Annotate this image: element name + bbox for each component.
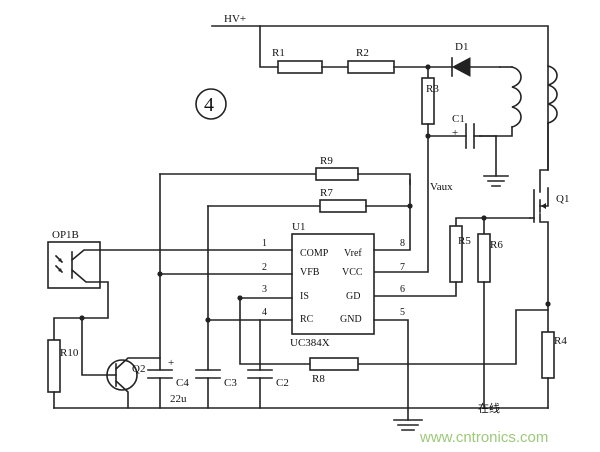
transistor-q2 xyxy=(81,317,161,409)
junction-dot xyxy=(157,271,163,277)
resistor-r8 xyxy=(309,357,359,371)
pin-name-gd: GD xyxy=(346,291,360,302)
c4-label: C4 xyxy=(176,377,189,389)
pin-number-8: 8 xyxy=(400,238,405,249)
c1-plus: + xyxy=(452,127,458,139)
pin-number-2: 2 xyxy=(262,262,267,273)
ground-symbol xyxy=(393,407,423,431)
r5-label: R5 xyxy=(458,235,471,247)
resistor-r7 xyxy=(319,199,367,213)
junction-dot xyxy=(407,203,413,209)
optocoupler-op1b xyxy=(47,241,101,289)
ic-ref: U1 xyxy=(292,221,305,233)
r6-label: R6 xyxy=(490,239,503,251)
capacitor-c1 xyxy=(427,123,481,149)
resistor-r9 xyxy=(315,167,359,181)
diode-d1 xyxy=(451,57,501,77)
ic-u1 xyxy=(291,233,375,335)
opto-label: OP1B xyxy=(52,229,79,241)
pin-name-vcc: VCC xyxy=(342,267,363,278)
r9-label: R9 xyxy=(320,155,333,167)
mosfet-q1 xyxy=(529,122,549,333)
c1-label: C1 xyxy=(452,113,465,125)
junction-dot xyxy=(237,295,243,301)
pin-number-4: 4 xyxy=(262,307,267,318)
ic-part: UC384X xyxy=(290,337,330,349)
watermark-text: www.cntronics.com xyxy=(419,429,548,446)
d1-label: D1 xyxy=(455,41,468,53)
pin-name-vref: Vref xyxy=(344,248,362,259)
capacitor-c4 xyxy=(147,369,173,409)
q1-label: Q1 xyxy=(556,193,569,205)
resistor-r4 xyxy=(541,331,555,379)
ground-symbol xyxy=(483,135,509,187)
pin-number-6: 6 xyxy=(400,284,405,295)
pin-name-rc: RC xyxy=(300,314,314,325)
hv-rail xyxy=(211,25,549,171)
c2-label: C2 xyxy=(276,377,289,389)
resistor-r6 xyxy=(477,233,491,283)
aux-winding xyxy=(479,66,522,137)
vaux-label: Vaux xyxy=(430,181,453,193)
pin-number-1: 1 xyxy=(262,238,267,249)
pin-name-comp: COMP xyxy=(300,248,329,259)
c4-plus: + xyxy=(168,357,174,369)
pin-number-3: 3 xyxy=(262,284,267,295)
capacitor-c3 xyxy=(195,369,221,409)
c3-label: C3 xyxy=(224,377,237,389)
junction-dot xyxy=(205,317,211,323)
c4-value: 22u xyxy=(170,393,187,405)
junction-dot xyxy=(545,301,551,307)
pin-name-is: IS xyxy=(300,291,309,302)
r8-label: R8 xyxy=(312,373,325,385)
pin-number-5: 5 xyxy=(400,307,405,318)
r2-label: R2 xyxy=(356,47,369,59)
figure-number-badge: 4 xyxy=(195,88,227,120)
pin-number-7: 7 xyxy=(400,262,405,273)
resistor-r1 xyxy=(277,60,323,74)
primary-winding xyxy=(547,65,558,124)
r7-label: R7 xyxy=(320,187,333,199)
hv-label: HV+ xyxy=(224,13,246,25)
r1-label: R1 xyxy=(272,47,285,59)
resistor-r10 xyxy=(47,339,61,393)
figure-number: 4 xyxy=(204,94,214,116)
pin-name-vfb: VFB xyxy=(300,267,320,278)
q2-label: Q2 xyxy=(132,363,145,375)
r10-label: R10 xyxy=(60,347,79,359)
watermark-mark: 在线 xyxy=(478,401,500,415)
capacitor-c2 xyxy=(247,319,273,409)
pin-name-gnd: GND xyxy=(340,314,362,325)
r3-label: R3 xyxy=(426,83,439,95)
resistor-r2 xyxy=(347,60,395,74)
r4-label: R4 xyxy=(554,335,567,347)
